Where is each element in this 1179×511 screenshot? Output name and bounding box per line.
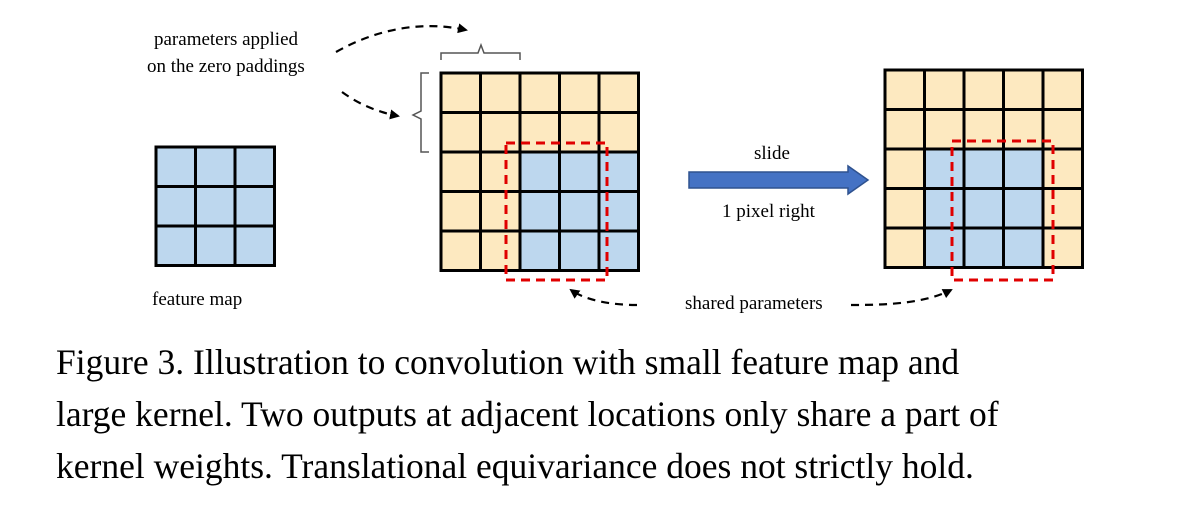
feature-cell (154, 185, 197, 228)
shared-region-highlight-after (950, 139, 1055, 282)
padding-cell (1041, 147, 1084, 190)
padding-cell (479, 150, 522, 193)
padding-cell (1041, 108, 1084, 151)
feature-cell (597, 150, 640, 193)
padding-cell (558, 111, 601, 154)
feature-cell (923, 187, 966, 230)
padding-cell (962, 108, 1005, 151)
padding-cell (479, 71, 522, 114)
feature-cell (962, 187, 1005, 230)
feature-cell (962, 226, 1005, 269)
feature-cell (1002, 226, 1045, 269)
feature-cell (154, 145, 197, 188)
caption-line-3: kernel weights. Translational equivarian… (56, 446, 974, 486)
padding-cell (439, 190, 482, 233)
padding-cell (1041, 187, 1084, 230)
kernel-grid-after-slide (883, 68, 1084, 269)
feature-cell (558, 150, 601, 193)
top-padding-brace (440, 42, 521, 60)
feature-cell (233, 224, 276, 267)
feature-cell (154, 224, 197, 267)
padding-cell (883, 147, 926, 190)
feature-cell (597, 190, 640, 233)
padding-note-line2: on the zero paddings (147, 56, 305, 77)
feature-cell (558, 229, 601, 272)
padding-cell (1002, 68, 1045, 111)
padding-cell (558, 71, 601, 114)
feature-map-grid (154, 145, 276, 267)
feature-cell (233, 145, 276, 188)
feature-cell (962, 147, 1005, 190)
shared-parameters-label: shared parameters (685, 293, 823, 314)
padding-cell (439, 71, 482, 114)
figure-caption: Figure 3. Illustration to convolution wi… (56, 336, 1156, 492)
feature-cell (518, 150, 561, 193)
padding-arrow-left (341, 91, 400, 120)
shared-arrow-right (850, 289, 953, 307)
kernel-grid-before-slide (439, 71, 640, 272)
padding-cell (923, 68, 966, 111)
feature-cell (194, 185, 237, 228)
padding-cell (597, 111, 640, 154)
padding-cell (1041, 226, 1084, 269)
padding-cell (439, 229, 482, 272)
feature-cell (518, 229, 561, 272)
slide-label: slide (754, 143, 790, 164)
padding-cell (479, 111, 522, 154)
caption-line-1: Figure 3. Illustration to convolution wi… (56, 342, 960, 382)
padding-cell (479, 229, 522, 272)
feature-cell (194, 145, 237, 188)
feature-cell (1002, 147, 1045, 190)
padding-cell (923, 108, 966, 151)
feature-cell (233, 185, 276, 228)
caption-line-2: large kernel. Two outputs at adjacent lo… (56, 394, 999, 434)
shared-region-highlight-before (504, 141, 609, 282)
feature-cell (518, 190, 561, 233)
feature-cell (597, 229, 640, 272)
convolution-diagram: feature map parameters applied on the ze… (147, 23, 1084, 314)
padding-cell (1002, 108, 1045, 151)
slide-amount-label: 1 pixel right (722, 201, 816, 222)
padding-cell (518, 71, 561, 114)
padding-cell (883, 108, 926, 151)
padding-cell (883, 187, 926, 230)
padding-cell (1041, 68, 1084, 111)
padding-cell (439, 150, 482, 193)
padding-cell (439, 111, 482, 154)
left-padding-brace (411, 72, 429, 153)
padding-cell (597, 71, 640, 114)
padding-cell (883, 226, 926, 269)
shared-arrow-left (569, 288, 638, 307)
padding-cell (962, 68, 1005, 111)
feature-cell (1002, 187, 1045, 230)
padding-cell (479, 190, 522, 233)
padding-note-line1: parameters applied (154, 29, 299, 50)
feature-cell (194, 224, 237, 267)
feature-cell (923, 226, 966, 269)
feature-cell (923, 147, 966, 190)
padding-arrow-top (335, 23, 468, 53)
feature-map-label: feature map (152, 289, 242, 310)
padding-cell (518, 111, 561, 154)
feature-cell (558, 190, 601, 233)
slide-arrow-icon (688, 164, 870, 196)
padding-cell (883, 68, 926, 111)
